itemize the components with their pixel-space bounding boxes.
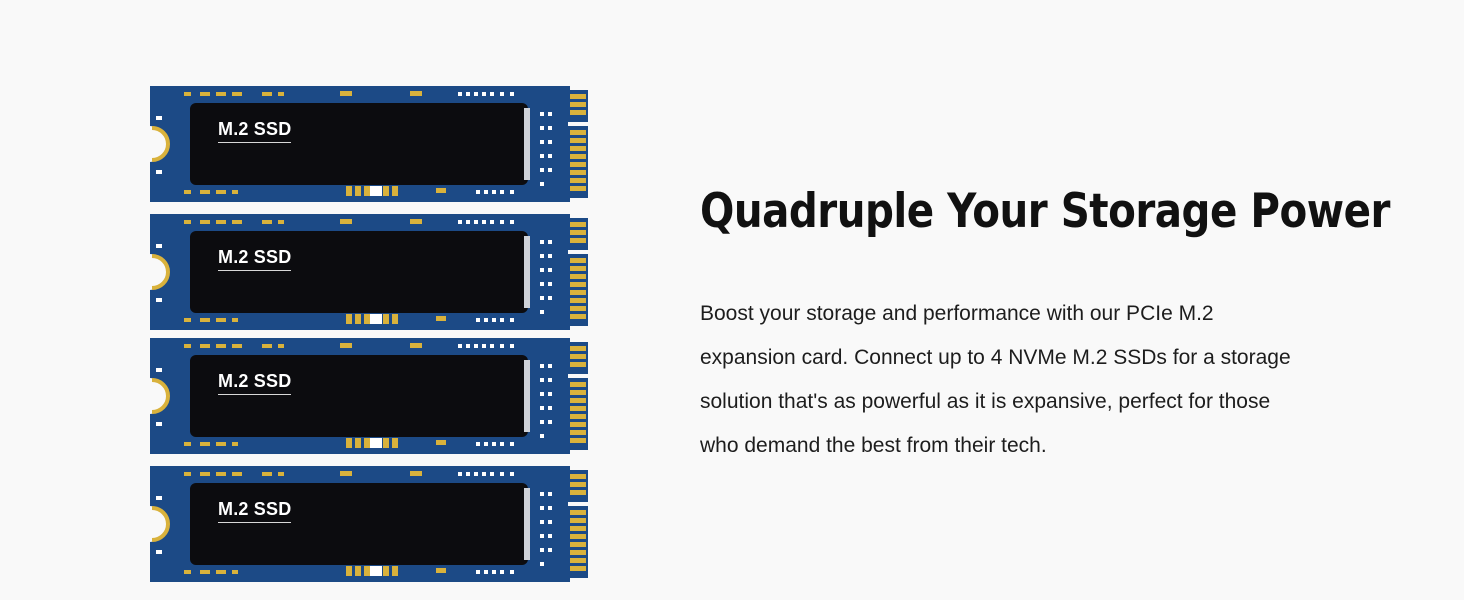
ssd-card-3: M.2 SSD: [150, 338, 590, 454]
ssd-card-label: M.2 SSD: [218, 247, 292, 271]
ssd-card-label: M.2 SSD: [218, 499, 292, 523]
ssd-card-1: M.2 SSD: [150, 86, 590, 202]
ssd-card-graphic: [150, 86, 590, 202]
feature-headline: Quadruple Your Storage Power: [700, 184, 1390, 239]
ssd-card-4: M.2 SSD: [150, 466, 590, 582]
ssd-card-2: M.2 SSD: [150, 214, 590, 330]
ssd-stack-illustration: M.2 SSD: [150, 86, 590, 582]
feature-text-block: Quadruple Your Storage Power Boost your …: [700, 180, 1400, 468]
ssd-card-label: M.2 SSD: [218, 119, 292, 143]
ssd-card-graphic: [150, 338, 590, 454]
ssd-card-graphic: [150, 466, 590, 582]
ssd-card-label: M.2 SSD: [218, 371, 292, 395]
ssd-card-graphic: [150, 214, 590, 330]
feature-description: Boost your storage and performance with …: [700, 302, 1291, 457]
